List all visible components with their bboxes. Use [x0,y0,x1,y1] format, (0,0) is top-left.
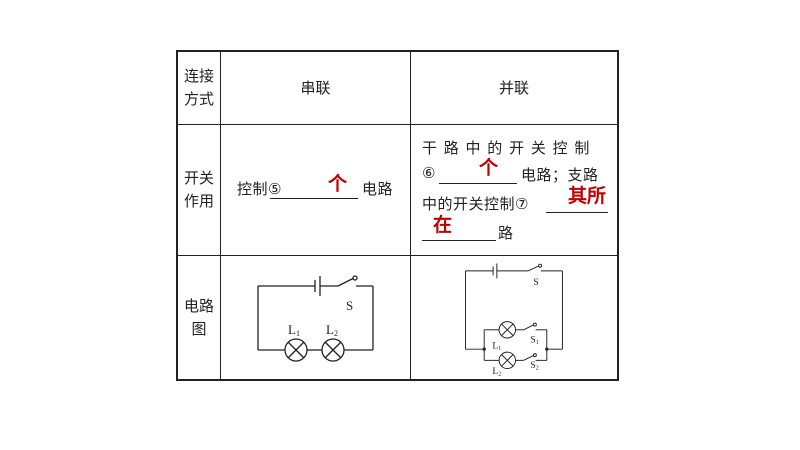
header-series: 串联 [300,78,331,97]
row-divider-1 [176,124,619,125]
col-divider-1 [220,50,221,381]
parallel-blank-8 [422,240,496,241]
comparison-table: 连接 方式 串联 并联 开关 作用 控制⑤ 个 电路 干 路 中 的 开 关 控… [176,50,619,381]
parallel-switch1-label: S1 [530,334,538,345]
table-border-top [176,50,619,52]
parallel-lamp2-label: L2 [492,366,501,377]
row-label-circuit-diagram: 电路 图 [183,296,214,338]
parallel-lamp1-label: L1 [492,340,501,351]
table-border-right [617,50,619,381]
header-connection-method: 连接 方式 [183,67,214,108]
row-label-switch-function: 开关 作用 [183,169,214,210]
row-divider-2 [176,255,619,256]
table-border-bottom [176,379,619,381]
parallel-switch-label: S [533,277,538,288]
parallel-blank-6 [439,183,517,184]
parallel-circuit-diagram: S L1 S1 S2 L2 [465,263,563,377]
series-blank-5 [270,198,358,199]
series-switch-suffix: 电路 [362,180,394,198]
parallel-line-2-suffix: 电路；支路 [521,166,599,184]
parallel-marker-6: ⑥ [422,164,436,182]
series-circuit-diagram: S L1 L2 [257,275,374,362]
series-switch-prefix: 控制⑤ [237,180,282,198]
series-answer-5: 个 [328,173,348,195]
parallel-line-4-suffix: 路 [498,224,514,242]
table-border-left [176,50,178,381]
header-parallel: 并联 [498,78,529,97]
series-switch-label: S [346,298,353,313]
parallel-blank-7 [546,212,608,213]
parallel-answer-6: 个 [479,157,499,179]
series-lamp1-label: L1 [288,322,300,338]
col-divider-2 [410,50,411,381]
parallel-line-3-prefix: 中的开关控制⑦ [422,195,529,213]
series-lamp2-label: L2 [326,322,338,338]
parallel-answer-7: 其所 [568,185,607,207]
parallel-line-1: 干 路 中 的 开 关 控 制 [422,139,591,157]
parallel-answer-8: 在 [433,214,453,236]
parallel-switch2-label: S2 [530,360,538,371]
